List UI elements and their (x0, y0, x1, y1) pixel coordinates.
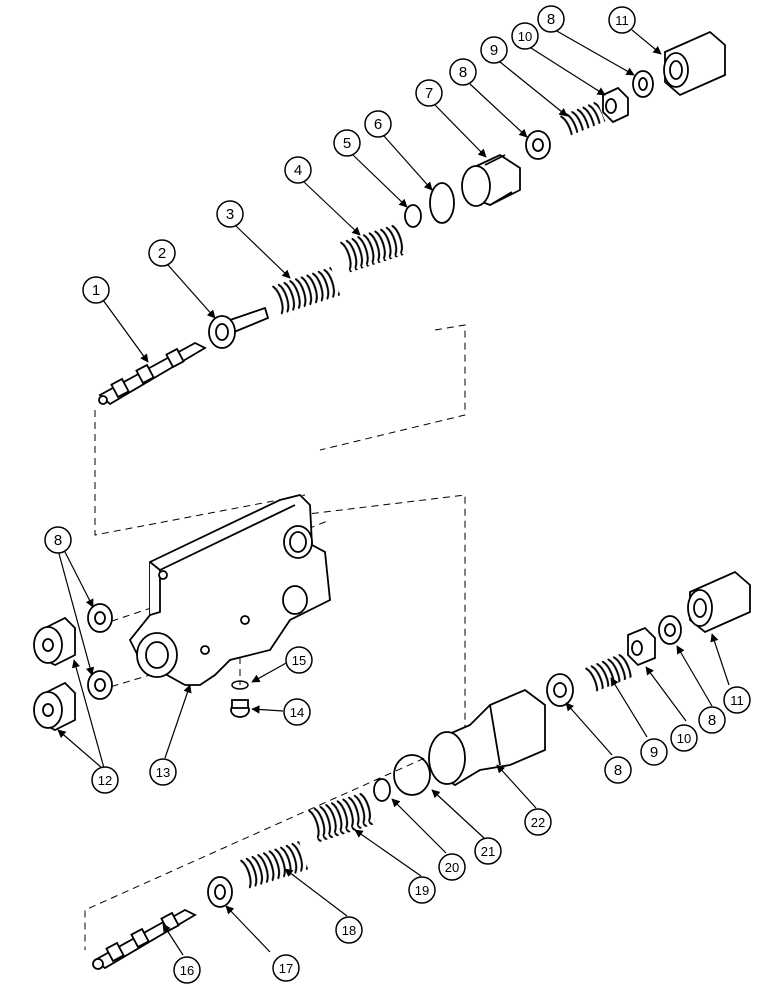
part-21-o-ring (393, 754, 431, 796)
callout-label: 8 (459, 64, 467, 81)
part-10-nut-lower (627, 626, 656, 667)
callout-9-lower: 9 (640, 738, 668, 766)
callout-8-lower-b: 8 (698, 706, 726, 734)
part-4-spring (340, 223, 407, 273)
part-8-washer-lower-a (546, 673, 574, 707)
callout-label: 19 (415, 883, 429, 898)
callout-label: 9 (490, 42, 498, 59)
callout-13: 13 (149, 758, 177, 786)
part-11-cap-upper (663, 30, 726, 97)
callout-9-upper: 9 (480, 36, 508, 64)
callout-label: 20 (445, 860, 459, 875)
part-17-poppet (207, 876, 233, 908)
callout-4: 4 (284, 156, 312, 184)
callout-label: 9 (650, 744, 658, 761)
callout-label: 17 (279, 961, 293, 976)
callout-label: 18 (342, 923, 356, 938)
callout-label: 8 (614, 762, 622, 779)
callout-10-upper: 10 (511, 22, 539, 50)
leader-arrows (57, 29, 730, 956)
callout-label: 14 (290, 705, 304, 720)
callout-15: 15 (285, 646, 313, 674)
callout-label: 7 (425, 85, 433, 102)
callout-8-left: 8 (44, 526, 72, 554)
part-20-washer (373, 778, 391, 802)
callout-20: 20 (438, 853, 466, 881)
part-14-plug (230, 699, 250, 718)
callout-label: 8 (54, 532, 62, 549)
part-11-cap-lower (687, 570, 751, 634)
callout-22: 22 (524, 808, 552, 836)
callout-5: 5 (333, 129, 361, 157)
callout-8-lower-a: 8 (604, 756, 632, 784)
callout-label: 12 (98, 773, 112, 788)
part-19-spring (308, 791, 376, 843)
part-10-nut-upper (602, 86, 629, 124)
part-18-spring (239, 840, 309, 889)
callout-8-upper-a: 8 (449, 58, 477, 86)
callout-label: 8 (547, 11, 555, 28)
part-12-plug-a (33, 616, 76, 667)
part-8-washer-left-b (87, 670, 113, 700)
callout-label: 6 (374, 116, 382, 133)
part-8-washer-upper-b (632, 70, 654, 98)
callout-19: 19 (408, 876, 436, 904)
part-5-washer (404, 204, 422, 228)
part-1-spool (98, 341, 207, 406)
callout-label: 11 (730, 693, 744, 708)
callout-12: 12 (91, 766, 119, 794)
part-3-spring (272, 266, 341, 315)
callout-label: 5 (343, 135, 351, 152)
callout-3: 3 (216, 200, 244, 228)
callout-label: 22 (531, 815, 545, 830)
callout-2: 2 (148, 239, 176, 267)
part-9-adjusting-screw-upper (560, 101, 606, 137)
callout-label: 1 (92, 282, 100, 299)
callout-label: 21 (481, 844, 495, 859)
callout-16: 16 (173, 956, 201, 984)
callout-1: 1 (82, 276, 110, 304)
callout-label: 16 (180, 963, 194, 978)
callout-11-upper: 11 (608, 6, 636, 34)
callout-8-upper-b: 8 (537, 5, 565, 33)
callout-label: 4 (294, 162, 302, 179)
part-8-washer-upper-a (525, 130, 551, 160)
part-12-plug-b (33, 681, 76, 732)
callout-7: 7 (415, 79, 443, 107)
callout-label: 13 (156, 765, 170, 780)
part-8-washer-left-a (87, 603, 113, 633)
callout-6: 6 (364, 110, 392, 138)
callout-10-lower: 10 (670, 724, 698, 752)
callout-21: 21 (474, 837, 502, 865)
part-7-plug (461, 153, 521, 207)
callout-label: 15 (292, 653, 306, 668)
part-9-adjusting-screw-lower (585, 652, 634, 693)
part-22-plug (428, 688, 546, 787)
part-13-valve-body (128, 494, 331, 686)
part-2-poppet (208, 306, 270, 349)
callout-label: 2 (158, 245, 166, 262)
part-15-o-ring (231, 680, 249, 690)
part-6-o-ring (429, 182, 455, 224)
callout-17: 17 (272, 954, 300, 982)
callout-18: 18 (335, 916, 363, 944)
callout-14: 14 (283, 698, 311, 726)
callout-label: 10 (677, 731, 691, 746)
callout-11-lower: 11 (723, 686, 751, 714)
part-8-washer-lower-b (658, 615, 682, 645)
callout-label: 11 (615, 13, 629, 28)
callout-label: 3 (226, 206, 234, 223)
callout-label: 8 (708, 712, 716, 729)
callout-label: 10 (518, 29, 532, 44)
